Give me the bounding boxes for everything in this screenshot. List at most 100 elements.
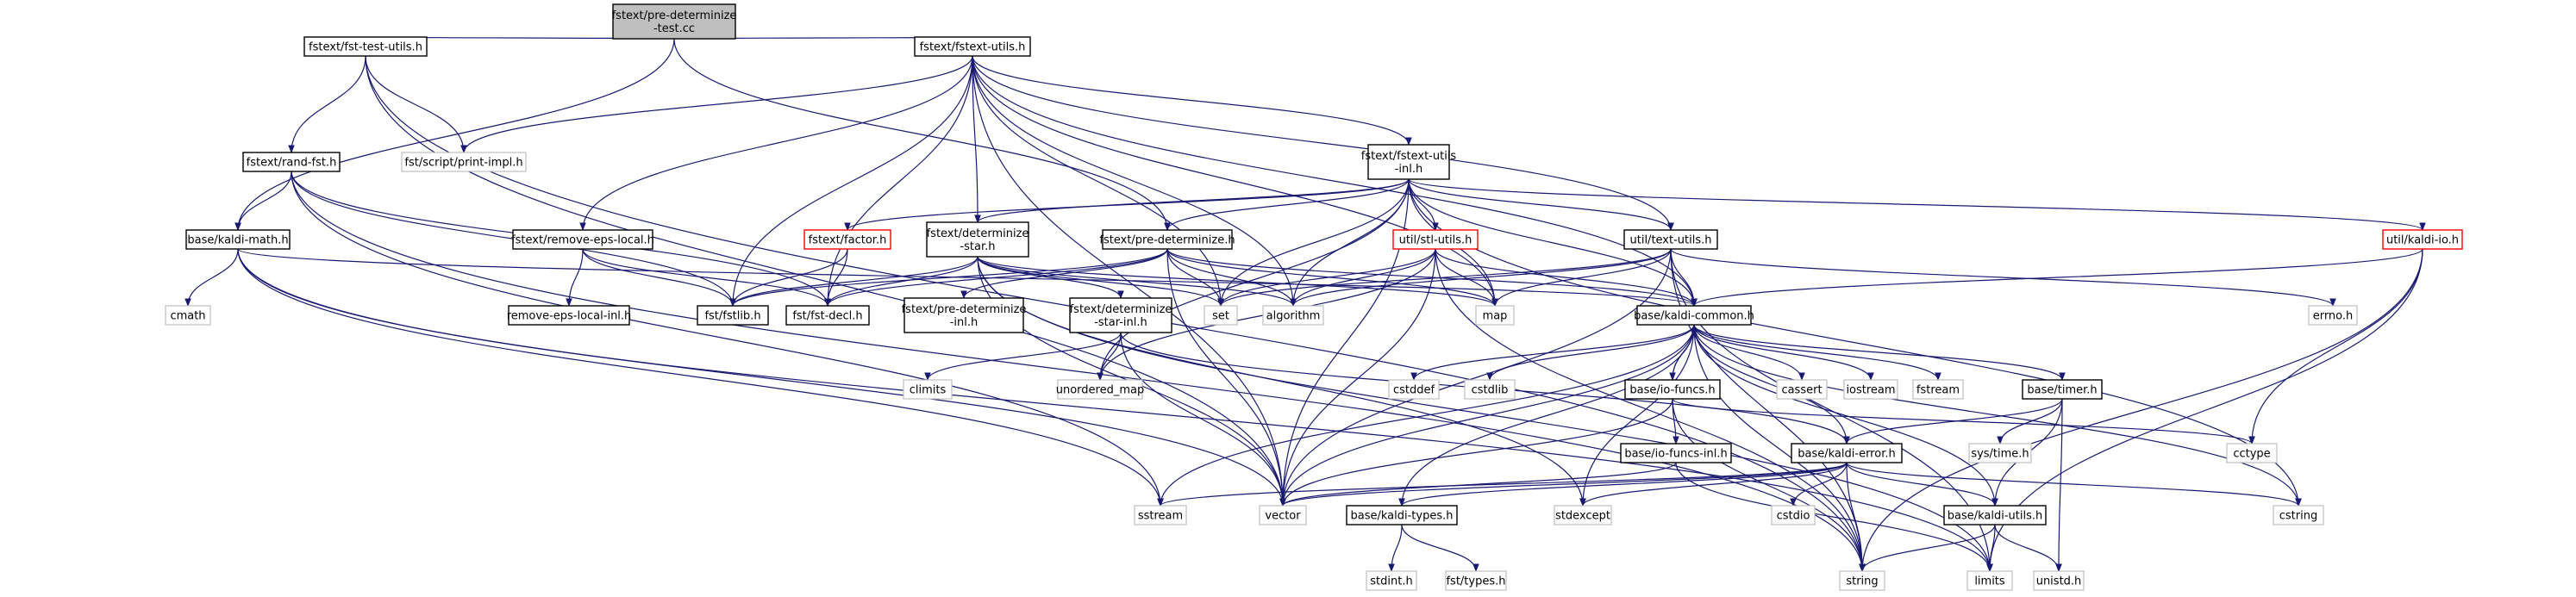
edge-kaldi-common-to-fstream xyxy=(1693,324,1941,381)
node-box-kaldi-utils xyxy=(1943,505,2047,525)
node-pre-determinize[interactable]: fstext/pre-determinize.h xyxy=(1099,229,1235,250)
node-kaldi-common[interactable]: base/kaldi-common.h xyxy=(1634,305,1754,326)
edge-kaldi-math-to-limits xyxy=(237,248,1993,572)
node-unordered-map[interactable]: unordered_map xyxy=(1056,379,1145,400)
node-determinize-star[interactable]: fstext/determinize-star.h xyxy=(926,221,1029,258)
node-io-funcs-inl[interactable]: base/io-funcs-inl.h xyxy=(1620,443,1732,463)
node-label-remove-eps-local-inl: remove-eps-local-inl.h xyxy=(507,310,632,323)
node-cstddef[interactable]: cstddef xyxy=(1388,379,1440,400)
node-label-fstext-utils: fstext/fstext-utils.h xyxy=(920,41,1026,54)
node-box-algorithm xyxy=(1262,305,1324,326)
node-label-cmath: cmath xyxy=(170,310,205,323)
node-iostream[interactable]: iostream xyxy=(1843,379,1898,400)
node-pre-determinize-inl[interactable]: fstext/pre-determinize-inl.h xyxy=(902,297,1027,333)
edge-kaldi-common-to-kaldi-utils xyxy=(1693,324,1998,507)
edge-root-to-pre-determinize xyxy=(673,38,1171,231)
node-remove-eps-local[interactable]: fstext/remove-eps-local.h xyxy=(511,229,654,250)
node-box-print-impl xyxy=(401,152,527,172)
node-timer[interactable]: base/timer.h xyxy=(2022,379,2103,400)
node-box-pre-determinize-inl xyxy=(903,297,1024,333)
node-box-rand-fst xyxy=(242,152,341,172)
node-sys-time[interactable]: sys/time.h xyxy=(1968,443,2032,463)
edge-rand-fst-to-kaldi-math xyxy=(234,171,292,231)
node-label-kaldi-math: base/kaldi-math.h xyxy=(187,234,288,247)
node-label-cassert: cassert xyxy=(1781,384,1822,397)
edge-stl-utils-to-string xyxy=(1435,248,1866,572)
node-root[interactable]: fstext/pre-determinize-test.cc xyxy=(612,3,737,40)
edge-remove-eps-local-to-fstlib xyxy=(582,248,736,307)
node-kaldi-utils[interactable]: base/kaldi-utils.h xyxy=(1943,505,2047,525)
node-print-impl[interactable]: fst/script/print-impl.h xyxy=(401,152,527,172)
edge-kaldi-common-to-stdexcept xyxy=(1579,324,1695,507)
node-set[interactable]: set xyxy=(1204,305,1238,326)
edge-kaldi-io-to-string xyxy=(1859,248,2423,572)
edge-pre-determinize-to-fstlib xyxy=(729,248,1168,307)
node-kaldi-math[interactable]: base/kaldi-math.h xyxy=(185,229,291,250)
node-cmath[interactable]: cmath xyxy=(165,305,211,326)
node-unistd[interactable]: unistd.h xyxy=(2033,570,2085,591)
edge-io-funcs-inl-to-vector xyxy=(1279,462,1677,507)
edge-kaldi-common-to-timer xyxy=(1693,324,2066,381)
node-label-io-funcs: base/io-funcs.h xyxy=(1629,384,1715,397)
node-fst-test-utils[interactable]: fstext/fst-test-utils.h xyxy=(303,36,428,57)
node-algorithm[interactable]: algorithm xyxy=(1262,305,1324,326)
node-label-determinize-star: -star.h xyxy=(960,240,995,253)
node-fstream[interactable]: fstream xyxy=(1912,379,1964,400)
node-stl-utils[interactable]: util/stl-utils.h xyxy=(1392,229,1479,250)
node-kaldi-error[interactable]: base/kaldi-error.h xyxy=(1791,443,1903,463)
edge-stl-utils-to-set xyxy=(1217,248,1436,307)
node-limits[interactable]: limits xyxy=(1966,570,2013,591)
node-errno[interactable]: errno.h xyxy=(2308,305,2358,326)
edge-rand-fst-to-fstlib xyxy=(291,171,736,307)
node-box-kaldi-types xyxy=(1346,505,1458,525)
edge-kaldi-utils-to-limits xyxy=(1986,524,1996,572)
node-label-cstddef: cstddef xyxy=(1393,384,1435,397)
node-box-string xyxy=(1839,570,1885,591)
node-stdexcept[interactable]: stdexcept xyxy=(1554,505,1612,525)
edge-remove-eps-local-to-remove-eps-local-inl xyxy=(566,248,584,307)
node-label-kaldi-utils: base/kaldi-utils.h xyxy=(1948,510,2043,523)
node-io-funcs[interactable]: base/io-funcs.h xyxy=(1624,379,1721,400)
node-label-print-impl: fst/script/print-impl.h xyxy=(404,157,522,170)
edge-timer-to-sys-time xyxy=(1997,398,2063,445)
node-rand-fst[interactable]: fstext/rand-fst.h xyxy=(242,152,341,172)
node-kaldi-io[interactable]: util/kaldi-io.h xyxy=(2382,229,2463,250)
node-kaldi-types[interactable]: base/kaldi-types.h xyxy=(1346,505,1458,525)
node-box-climits xyxy=(903,379,953,400)
node-text-utils[interactable]: util/text-utils.h xyxy=(1623,229,1718,250)
edge-kaldi-common-to-kaldi-error xyxy=(1693,324,1850,445)
node-label-root: fstext/pre-determinize xyxy=(612,9,737,22)
edge-fstext-utils-to-fstlib xyxy=(729,55,973,307)
node-factor[interactable]: fstext/factor.h xyxy=(803,229,891,250)
node-cstring[interactable]: cstring xyxy=(2273,505,2324,525)
node-cstdio[interactable]: cstdio xyxy=(1771,505,1816,525)
node-stdint[interactable]: stdint.h xyxy=(1366,570,1417,591)
node-climits[interactable]: climits xyxy=(903,379,953,400)
node-fst-decl[interactable]: fst/fst-decl.h xyxy=(785,305,870,326)
node-determinize-star-inl[interactable]: fstext/determinize-star-inl.h xyxy=(1069,297,1172,333)
node-fstlib[interactable]: fst/fstlib.h xyxy=(697,305,769,326)
edge-fstext-utils-to-print-impl xyxy=(460,55,973,153)
node-vector[interactable]: vector xyxy=(1259,505,1307,525)
node-sstream[interactable]: sstream xyxy=(1134,505,1187,525)
node-cassert[interactable]: cassert xyxy=(1776,379,1828,400)
node-fst-types[interactable]: fst/types.h xyxy=(1445,570,1507,591)
edge-kaldi-types-to-stdint xyxy=(1388,524,1403,572)
node-label-unordered-map: unordered_map xyxy=(1056,384,1145,397)
node-fstext-utils-inl[interactable]: fstext/fstext-utils-inl.h xyxy=(1361,144,1457,180)
edge-timer-to-unistd xyxy=(2055,398,2063,572)
node-fstext-utils[interactable]: fstext/fstext-utils.h xyxy=(914,36,1031,57)
node-box-io-funcs xyxy=(1624,379,1721,400)
edge-stl-utils-to-vector xyxy=(1279,248,1436,507)
edge-kaldi-error-to-kaldi-utils xyxy=(1846,462,1998,507)
node-cstdlib[interactable]: cstdlib xyxy=(1464,379,1516,400)
edge-determinize-star-inl-to-vector xyxy=(1120,332,1286,507)
node-label-sys-time: sys/time.h xyxy=(1971,448,2029,461)
node-string[interactable]: string xyxy=(1839,570,1885,591)
node-remove-eps-local-inl[interactable]: remove-eps-local-inl.h xyxy=(507,305,632,326)
edge-io-funcs-inl-to-limits xyxy=(1675,462,1993,572)
node-map[interactable]: map xyxy=(1475,305,1515,326)
edge-io-funcs-to-kaldi-common xyxy=(1672,324,1698,381)
node-cctype[interactable]: cctype xyxy=(2226,443,2278,463)
